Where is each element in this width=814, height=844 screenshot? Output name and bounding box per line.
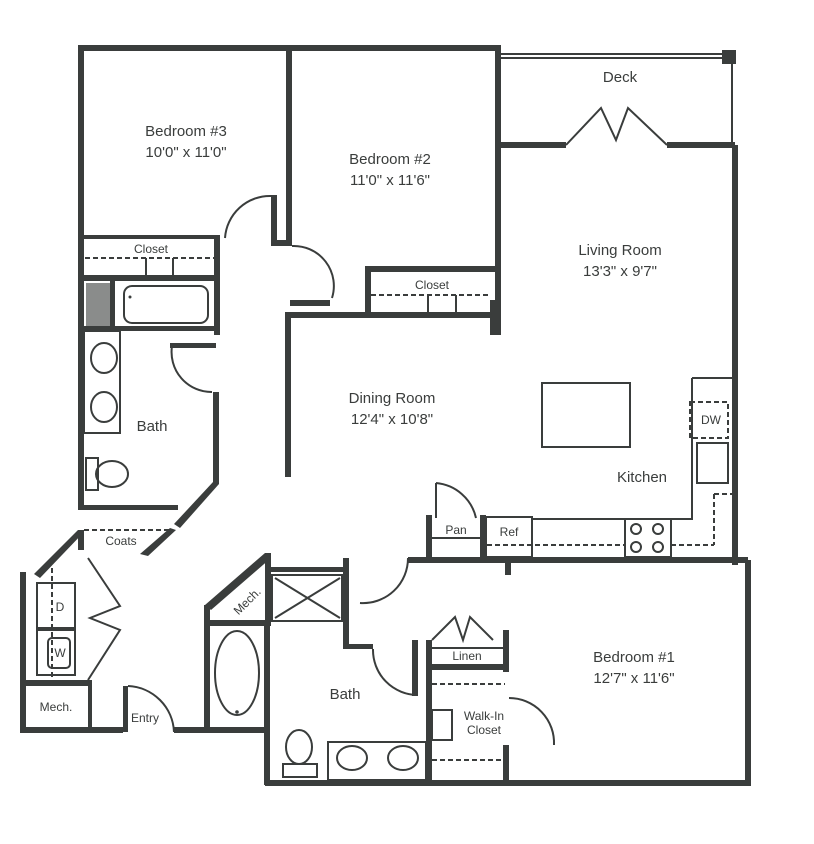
room-dims-bedroom3: 10'0" x 11'0" bbox=[145, 144, 226, 161]
label-closet-bedroom3: Closet bbox=[134, 242, 169, 256]
bathtub-icon bbox=[214, 630, 260, 716]
kitchen-island bbox=[541, 382, 631, 448]
room-name-kitchen: Kitchen bbox=[617, 469, 667, 486]
room-dims-bedroom2: 11'0" x 11'6" bbox=[350, 172, 430, 189]
room-dims-dining: 12'4" x 10'8" bbox=[351, 411, 433, 428]
sink-icon bbox=[90, 391, 118, 423]
label-refrigerator: Ref bbox=[500, 525, 519, 539]
room-dims-bedroom1: 12'7" x 11'6" bbox=[593, 670, 674, 687]
entry-door bbox=[127, 685, 175, 733]
label-linen: Linen bbox=[452, 649, 481, 663]
label-dryer: D bbox=[56, 600, 65, 614]
master-bath bbox=[204, 553, 432, 785]
room-name-bedroom1: Bedroom #1 bbox=[593, 649, 675, 666]
label-mech-bath: Mech. bbox=[231, 585, 264, 618]
room-name-bedroom2: Bedroom #2 bbox=[349, 151, 431, 168]
bathtub-icon bbox=[123, 285, 209, 324]
door-hall-bath bbox=[170, 345, 213, 394]
toilet-icon bbox=[95, 460, 129, 488]
dishwasher-icon bbox=[689, 401, 729, 439]
room-name-hall-bath: Bath bbox=[137, 418, 168, 435]
closet-bedroom2 bbox=[371, 294, 490, 312]
stove-icon bbox=[624, 518, 672, 558]
kitchen-sink-icon bbox=[696, 442, 729, 484]
room-name-living: Living Room bbox=[578, 242, 661, 259]
door-bedroom2[interactable] bbox=[291, 244, 335, 299]
room-name-deck: Deck bbox=[603, 69, 638, 86]
laundry-area bbox=[20, 528, 269, 733]
label-pantry: Pan bbox=[445, 523, 466, 537]
toilet-icon bbox=[285, 729, 313, 765]
sink-icon bbox=[387, 745, 419, 771]
sink-icon bbox=[336, 745, 368, 771]
room-name-bedroom3: Bedroom #3 bbox=[145, 123, 227, 140]
label-mech-laundry: Mech. bbox=[40, 700, 73, 714]
linen-walkin bbox=[431, 615, 556, 783]
room-labels: Bedroom #3 10'0" x 11'0" Bedroom #2 11'0… bbox=[40, 69, 722, 737]
hall-bath bbox=[83, 281, 219, 528]
label-walkin-1: Walk-In bbox=[464, 709, 504, 723]
room-name-dining: Dining Room bbox=[349, 390, 436, 407]
refrigerator-icon bbox=[485, 516, 533, 558]
room-dims-living: 13'3" x 9'7" bbox=[583, 263, 657, 280]
kitchen-fixtures bbox=[432, 377, 732, 558]
sink-icon bbox=[90, 342, 118, 374]
label-closet-bedroom2: Closet bbox=[415, 278, 450, 292]
label-dishwasher: DW bbox=[701, 413, 722, 427]
door-bedroom3[interactable] bbox=[224, 194, 272, 239]
label-entry: Entry bbox=[131, 711, 159, 725]
label-washer: W bbox=[54, 646, 66, 660]
linen-shelf-shaded bbox=[86, 283, 110, 327]
label-coats: Coats bbox=[105, 534, 136, 548]
room-name-master-bath: Bath bbox=[330, 686, 361, 703]
label-walkin-2: Closet bbox=[467, 723, 502, 737]
closet-bedroom3 bbox=[84, 235, 220, 335]
